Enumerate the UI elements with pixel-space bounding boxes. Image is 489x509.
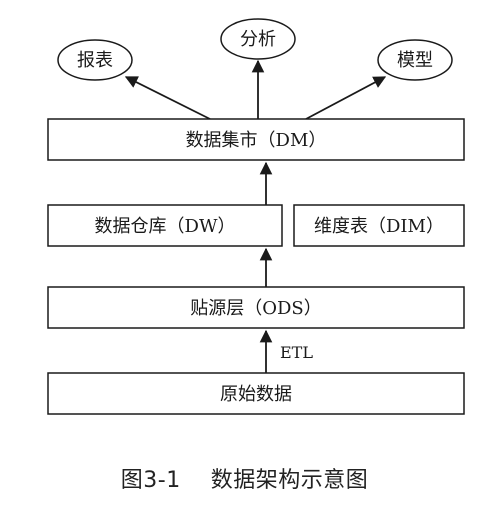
ods-box: 贴源层（ODS） xyxy=(47,286,465,329)
analysis-node: 分析 xyxy=(220,18,296,60)
model-label: 模型 xyxy=(397,50,433,71)
dimension-table-box: 维度表（DIM） xyxy=(293,204,465,247)
data-warehouse-label: 数据仓库（DW） xyxy=(95,216,236,237)
figure-number: 图3-1 xyxy=(120,468,181,493)
data-mart-label: 数据集市（DM） xyxy=(186,130,327,151)
dimension-table-label: 维度表（DIM） xyxy=(314,216,444,237)
raw-data-label: 原始数据 xyxy=(220,384,292,405)
data-warehouse-box: 数据仓库（DW） xyxy=(47,204,283,247)
report-node: 报表 xyxy=(57,39,133,81)
data-mart-box: 数据集市（DM） xyxy=(47,118,465,161)
arrow-dm-to-report xyxy=(124,76,211,120)
report-label: 报表 xyxy=(77,50,113,71)
analysis-label: 分析 xyxy=(240,29,276,50)
raw-data-box: 原始数据 xyxy=(47,372,465,415)
figure-caption: 图3-1 数据架构示意图 xyxy=(0,462,489,494)
arrow-dm-to-model xyxy=(305,76,387,120)
caption-gap xyxy=(181,468,211,493)
ods-label: 贴源层（ODS） xyxy=(190,298,322,319)
etl-label: ETL xyxy=(280,343,313,362)
figure-title: 数据架构示意图 xyxy=(210,468,369,493)
model-node: 模型 xyxy=(377,39,453,81)
architecture-diagram: 报表 分析 模型 数据集市（DM） 数据仓库（DW） 维度表（DIM） 贴源层（… xyxy=(47,18,465,415)
